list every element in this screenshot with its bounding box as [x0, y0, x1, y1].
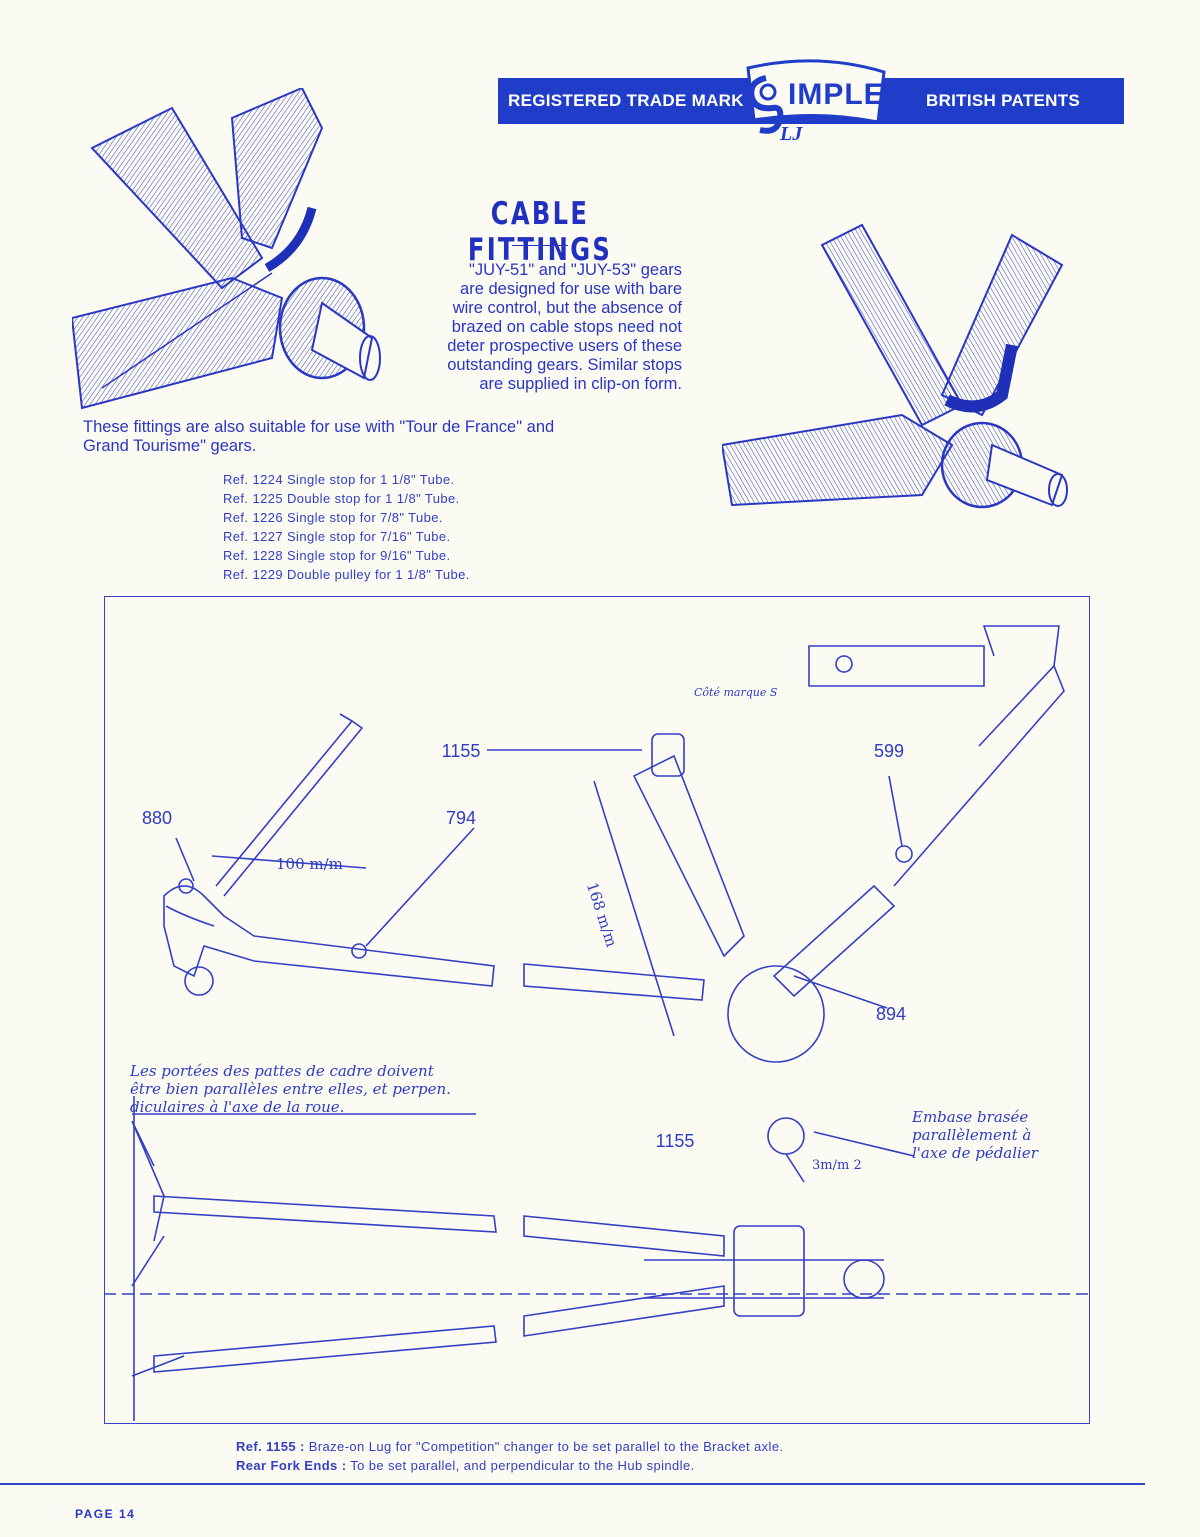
- footer-ref-label: Ref. 1155 :: [236, 1439, 305, 1454]
- callout-599: 599: [873, 741, 905, 761]
- bottom-bracket-illustration-left: [70, 86, 392, 410]
- registered-trade-mark-label: REGISTERED TRADE MARK: [508, 91, 744, 110]
- callout-1155-top: 1155: [441, 741, 481, 761]
- reference-item: Ref. 1227 Single stop for 7/16" Tube.: [223, 529, 451, 544]
- intro-line: are designed for use with bare: [460, 280, 682, 298]
- embase-note-line: l'axe de pédalier: [912, 1144, 1038, 1162]
- intro-paragraph: "JUY-51" and "JUY-53" gears are designed…: [370, 261, 682, 394]
- intro-line: brazed on cable stops need not: [451, 318, 682, 336]
- svg-text:IMPLEX: IMPLEX: [788, 78, 888, 111]
- footer-fork-label: Rear Fork Ends :: [236, 1458, 347, 1473]
- intro-line: are supplied in clip-on form.: [479, 375, 682, 393]
- callout-894: 894: [875, 1004, 907, 1024]
- cote-marque-label: Côté marque S: [694, 686, 778, 699]
- intro-continuation-line: Grand Tourisme" gears.: [83, 437, 257, 455]
- reference-item: Ref. 1228 Single stop for 9/16" Tube.: [223, 548, 451, 563]
- fork-note-line: Les portées des pattes de cadre doivent: [130, 1062, 434, 1080]
- intro-continuation-line: These fittings are also suitable for use…: [83, 418, 555, 436]
- logo-initials: LJ: [779, 123, 803, 145]
- embase-note-line: Embase brasée: [912, 1108, 1029, 1126]
- intro-line: "JUY-51" and "JUY-53" gears: [469, 261, 682, 279]
- embase-note: Embase brasée parallèlement à l'axe de p…: [912, 1108, 1062, 1162]
- reference-item: Ref. 1224 Single stop for 1 1/8" Tube.: [223, 472, 455, 487]
- reference-item: Ref. 1225 Double stop for 1 1/8" Tube.: [223, 491, 460, 506]
- technical-drawing-frame: [104, 596, 1090, 1424]
- embase-note-line: parallèlement à: [912, 1126, 1032, 1144]
- reference-item: Ref. 1229 Double pulley for 1 1/8" Tube.: [223, 567, 470, 582]
- title-underline: [512, 245, 568, 246]
- callout-1155-bottom: 1155: [655, 1131, 695, 1151]
- dimension-100mm: 100 m/m: [276, 855, 343, 873]
- footer-fork-text: To be set parallel, and perpendicular to…: [346, 1458, 695, 1473]
- intro-continuation: These fittings are also suitable for use…: [83, 418, 703, 456]
- british-patents-label: BRITISH PATENTS: [926, 91, 1081, 110]
- footer-rule: [0, 1483, 1145, 1485]
- bottom-bracket-illustration-right: [720, 215, 1082, 515]
- reference-list: Ref. 1224 Single stop for 1 1/8" Tube. R…: [223, 470, 470, 584]
- fork-note-line: diculaires à l'axe de la roue.: [130, 1098, 345, 1116]
- page-number: PAGE 14: [75, 1507, 136, 1521]
- technical-drawing: [104, 596, 1088, 1422]
- footer-ref-text: Braze-on Lug for "Competition" changer t…: [304, 1439, 784, 1454]
- callout-794: 794: [445, 808, 477, 828]
- footer-line-rear-fork: Rear Fork Ends : To be set parallel, and…: [236, 1458, 695, 1473]
- dimension-3mm: 3m/m 2: [812, 1158, 862, 1173]
- fork-note-line: être bien parallèles entre elles, et per…: [130, 1080, 451, 1098]
- intro-line: deter prospective users of these: [447, 337, 682, 355]
- callout-880: 880: [141, 808, 173, 828]
- intro-line: outstanding gears. Similar stops: [447, 356, 682, 374]
- reference-item: Ref. 1226 Single stop for 7/8" Tube.: [223, 510, 443, 525]
- page-title: CABLE FITTINGS: [467, 196, 613, 268]
- intro-line: wire control, but the absence of: [452, 299, 682, 317]
- footer-line-ref-1155: Ref. 1155 : Braze-on Lug for "Competitio…: [236, 1439, 783, 1454]
- fork-ends-note: Les portées des pattes de cadre doivent …: [130, 1062, 520, 1116]
- simplex-logo: IMPLEX LJ: [738, 58, 905, 148]
